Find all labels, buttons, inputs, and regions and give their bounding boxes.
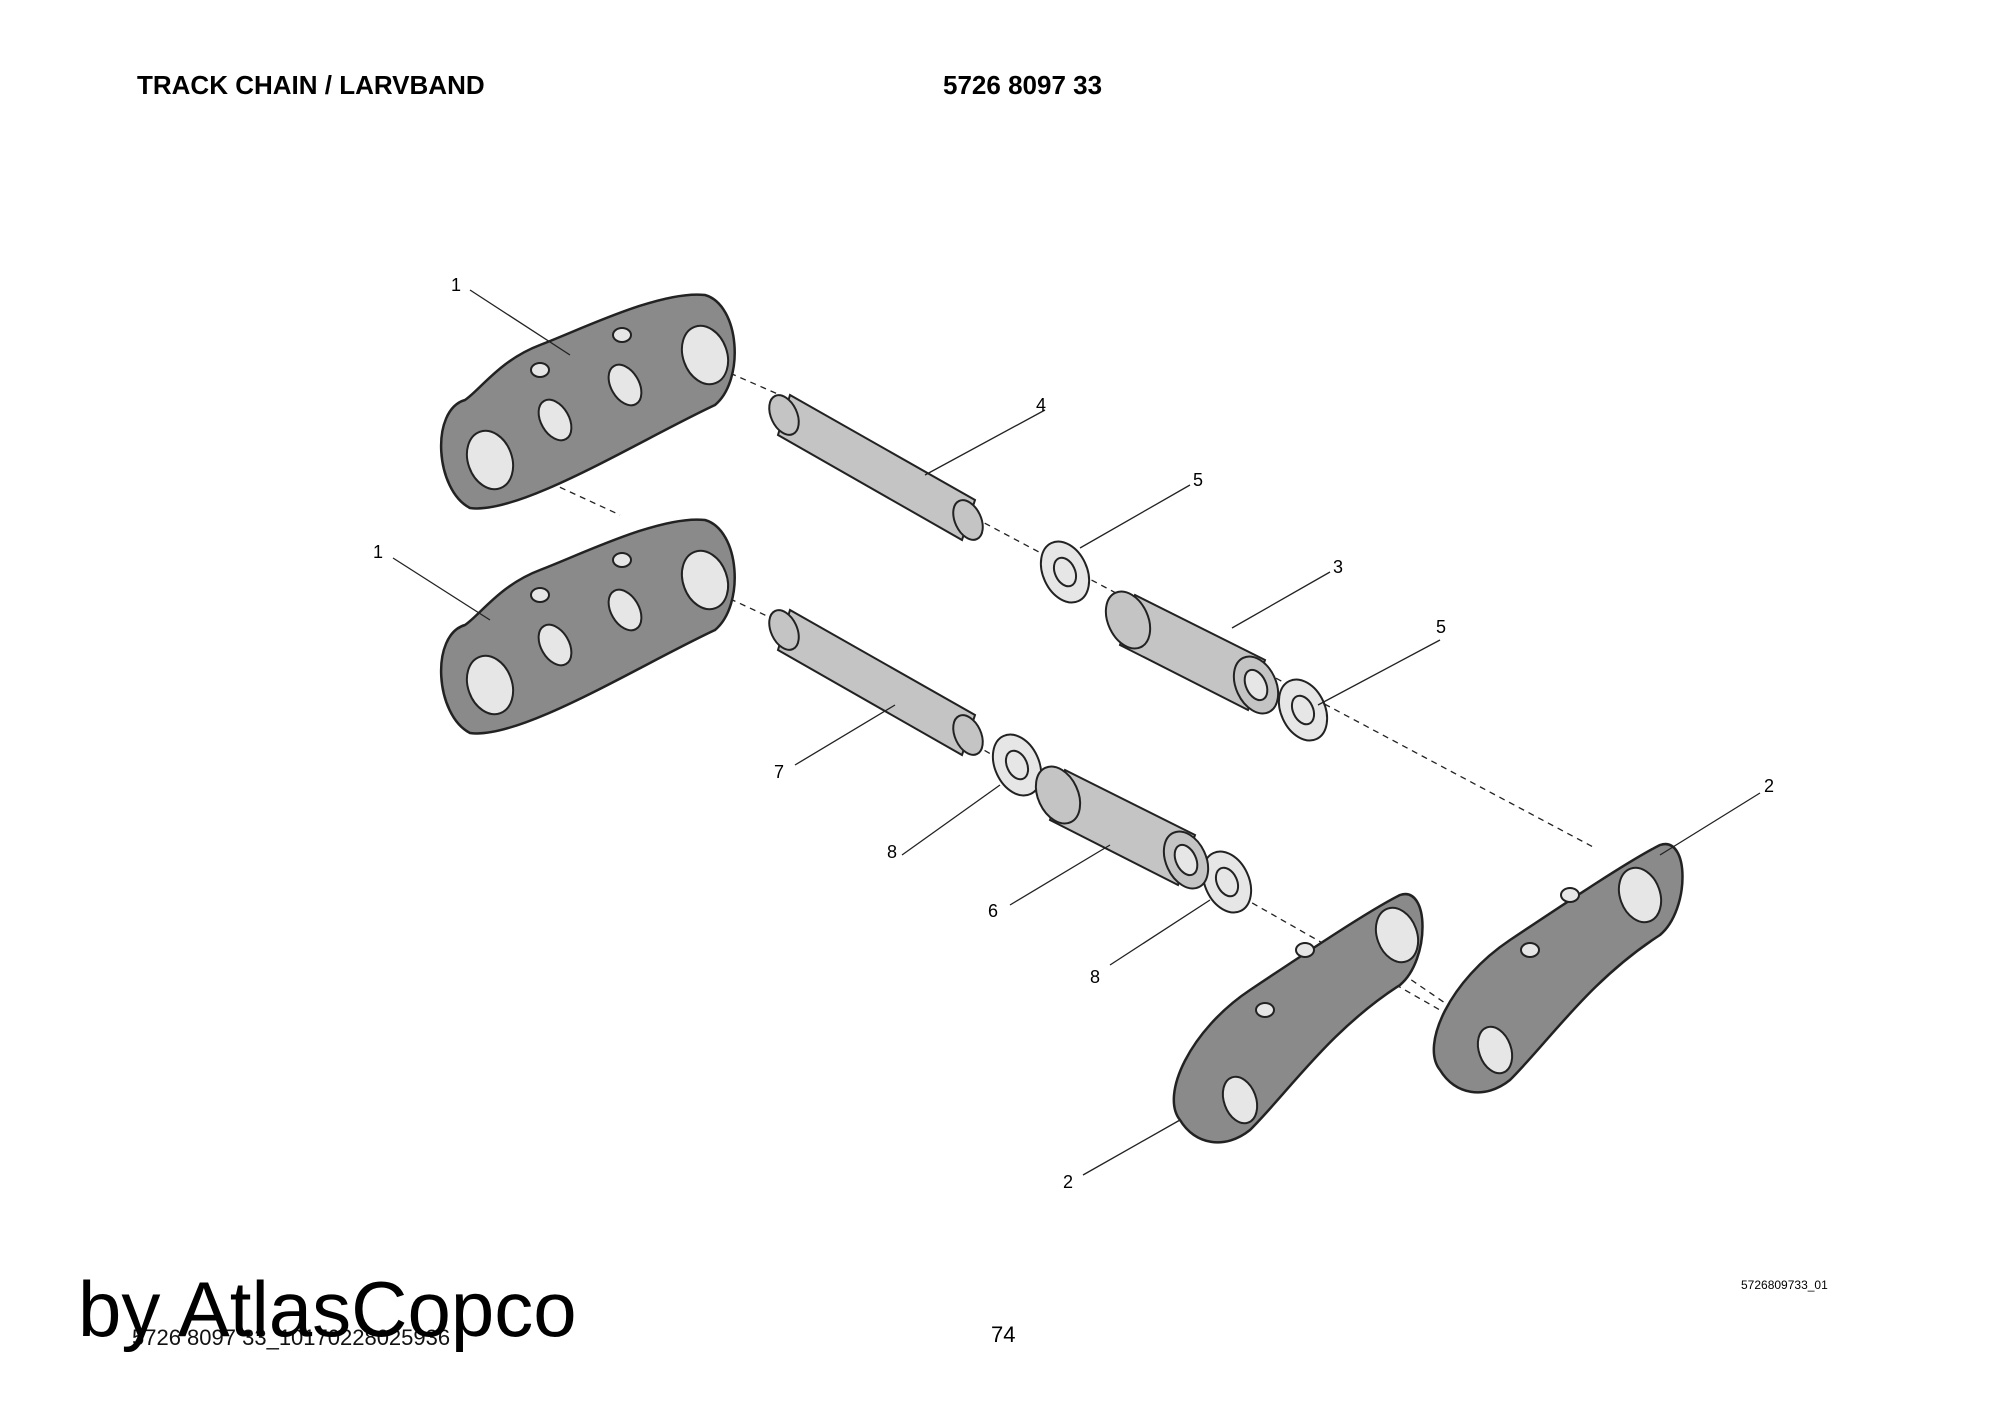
part-number: 5726 8097 33 <box>943 70 1103 100</box>
washers <box>991 540 1329 914</box>
callout-8-right: 8 <box>1090 967 1100 987</box>
callout-2-upper: 2 <box>1764 776 1774 796</box>
bushing-part-6 <box>1034 765 1210 890</box>
track-link-lower-right <box>1172 892 1424 1144</box>
page-number: 74 <box>991 1322 1016 1347</box>
assembly-axes <box>489 359 1596 1011</box>
track-link-upper-left <box>439 293 736 510</box>
callout-3: 3 <box>1333 557 1343 577</box>
callout-4: 4 <box>1036 395 1046 415</box>
track-link-lower-left <box>439 518 736 735</box>
callout-6: 6 <box>988 901 998 921</box>
drawing-reference: 5726809733_01 <box>1741 1278 1828 1292</box>
pin-part-4 <box>768 393 984 542</box>
page-title: TRACK CHAIN / LARVBAND <box>137 70 485 100</box>
document-id: 5726 8097 33_10170228025936 <box>132 1325 451 1350</box>
callout-5-upper: 5 <box>1193 470 1203 490</box>
watermark-text: by AtlasCopco <box>78 1265 577 1353</box>
callout-8-left: 8 <box>887 842 897 862</box>
callout-numbers: 1 1 4 5 3 5 2 7 8 6 8 2 <box>373 275 1774 1192</box>
pin-part-7 <box>768 608 984 757</box>
callout-2-lower: 2 <box>1063 1172 1073 1192</box>
callout-1-lower: 1 <box>373 542 383 562</box>
callout-1-upper: 1 <box>451 275 461 295</box>
callout-5-lower: 5 <box>1436 617 1446 637</box>
leader-lines <box>392 289 1761 1176</box>
track-link-upper-right <box>1432 842 1684 1094</box>
callout-7: 7 <box>774 762 784 782</box>
bushing-part-3 <box>1104 590 1280 715</box>
